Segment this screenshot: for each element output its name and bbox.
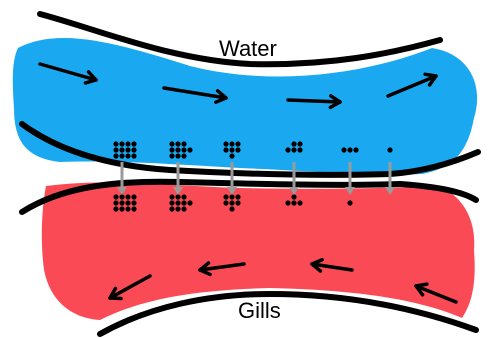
particle-dot bbox=[119, 206, 124, 211]
particle-dot bbox=[113, 153, 118, 158]
particle-dot bbox=[113, 194, 118, 199]
particle-dot bbox=[113, 200, 118, 205]
particle-dot bbox=[119, 200, 124, 205]
particle-dot bbox=[169, 206, 174, 211]
particle-dot bbox=[113, 147, 118, 152]
gills-label: Gills bbox=[238, 298, 281, 323]
particle-dot bbox=[235, 147, 240, 152]
particle-dot bbox=[119, 153, 124, 158]
particle-dot bbox=[175, 147, 180, 152]
particle-dot bbox=[235, 200, 240, 205]
particle-dot bbox=[131, 206, 136, 211]
particle-dot bbox=[113, 141, 118, 146]
water-label: Water bbox=[219, 36, 277, 61]
particle-dot bbox=[169, 194, 174, 199]
particle-dot bbox=[229, 153, 234, 158]
particle-dot bbox=[181, 147, 186, 152]
particle-dot bbox=[235, 194, 240, 199]
particle-dot bbox=[187, 200, 192, 205]
particle-dot bbox=[297, 200, 302, 205]
particle-dot bbox=[347, 147, 352, 152]
particle-dot bbox=[125, 153, 130, 158]
particle-dot bbox=[223, 200, 228, 205]
particle-dot bbox=[181, 206, 186, 211]
particle-dot bbox=[297, 147, 302, 152]
particle-dot bbox=[285, 147, 290, 152]
gill-particles-5 bbox=[347, 200, 352, 205]
particle-dot bbox=[181, 194, 186, 199]
particle-dot bbox=[223, 194, 228, 199]
particle-dot bbox=[175, 141, 180, 146]
particle-dot bbox=[131, 147, 136, 152]
particle-dot bbox=[131, 194, 136, 199]
particle-dot bbox=[235, 141, 240, 146]
particle-dot bbox=[341, 147, 346, 152]
particle-dot bbox=[297, 141, 302, 146]
particle-dot bbox=[229, 141, 234, 146]
particle-dot bbox=[131, 200, 136, 205]
particle-dot bbox=[131, 153, 136, 158]
particle-dot bbox=[131, 141, 136, 146]
particle-dot bbox=[175, 194, 180, 199]
particle-dot bbox=[119, 147, 124, 152]
particle-dot bbox=[291, 194, 296, 199]
particle-dot bbox=[229, 200, 234, 205]
particle-dot bbox=[229, 147, 234, 152]
particle-dot bbox=[387, 147, 392, 152]
particle-dot bbox=[125, 200, 130, 205]
particle-dot bbox=[347, 200, 352, 205]
particle-dot bbox=[125, 206, 130, 211]
particle-dot bbox=[285, 200, 290, 205]
particle-dot bbox=[169, 141, 174, 146]
particle-dot bbox=[175, 200, 180, 205]
particle-dot bbox=[181, 153, 186, 158]
particle-dot bbox=[125, 141, 130, 146]
particle-dot bbox=[181, 141, 186, 146]
particle-dot bbox=[291, 147, 296, 152]
particle-dot bbox=[175, 153, 180, 158]
particle-dot bbox=[125, 147, 130, 152]
particle-dot bbox=[169, 147, 174, 152]
particle-dot bbox=[223, 141, 228, 146]
particle-dot bbox=[119, 194, 124, 199]
particle-dot bbox=[169, 153, 174, 158]
particle-dot bbox=[229, 194, 234, 199]
particle-dot bbox=[353, 147, 358, 152]
particle-dot bbox=[223, 147, 228, 152]
particle-dot bbox=[229, 206, 234, 211]
particle-dot bbox=[169, 200, 174, 205]
water-particles-5 bbox=[341, 147, 358, 152]
particle-dot bbox=[119, 141, 124, 146]
particle-dot bbox=[187, 147, 192, 152]
particle-dot bbox=[175, 206, 180, 211]
particle-dot bbox=[125, 194, 130, 199]
water-particles-6 bbox=[387, 147, 392, 152]
particle-dot bbox=[181, 200, 186, 205]
particle-dot bbox=[113, 206, 118, 211]
particle-dot bbox=[291, 141, 296, 146]
particle-dot bbox=[291, 200, 296, 205]
